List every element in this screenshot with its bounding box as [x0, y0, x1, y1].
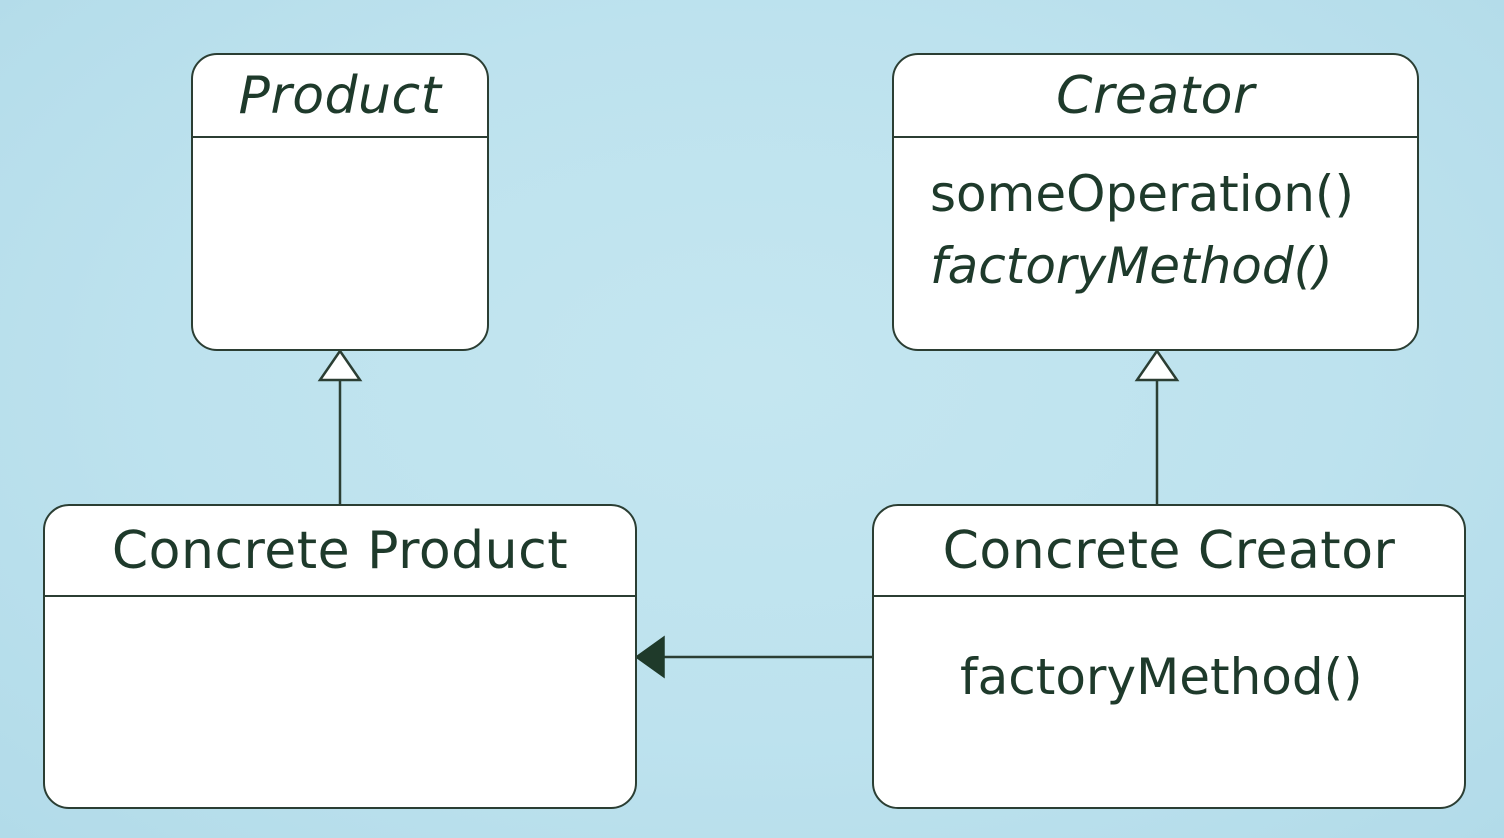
- concrete-product-class-body: [45, 597, 635, 807]
- hollow-triangle-arrowhead-creator: [1134, 348, 1180, 382]
- concrete-creator-class-name: Concrete Creator: [874, 506, 1464, 597]
- creator-class-name: Creator: [894, 55, 1417, 138]
- product-class-body: [193, 138, 487, 349]
- concrete-product-class-box: Concrete Product: [43, 504, 637, 809]
- filled-triangle-arrowhead-association: [634, 635, 665, 679]
- concrete-creator-class-box: Concrete Creator factoryMethod(): [872, 504, 1466, 809]
- creator-operation-some-operation: someOperation(): [930, 165, 1354, 223]
- product-class-name: Product: [193, 55, 487, 138]
- creator-class-box: Creator someOperation() factoryMethod(): [892, 53, 1419, 351]
- product-class-box: Product: [191, 53, 489, 351]
- concrete-product-class-name: Concrete Product: [45, 506, 635, 597]
- creator-operations: someOperation() factoryMethod(): [894, 138, 1417, 302]
- concrete-creator-operation-factory-method: factoryMethod(): [960, 648, 1363, 706]
- creator-operation-factory-method: factoryMethod(): [930, 237, 1333, 295]
- hollow-triangle-arrowhead-product: [317, 348, 363, 382]
- concrete-creator-operations: factoryMethod(): [874, 597, 1464, 713]
